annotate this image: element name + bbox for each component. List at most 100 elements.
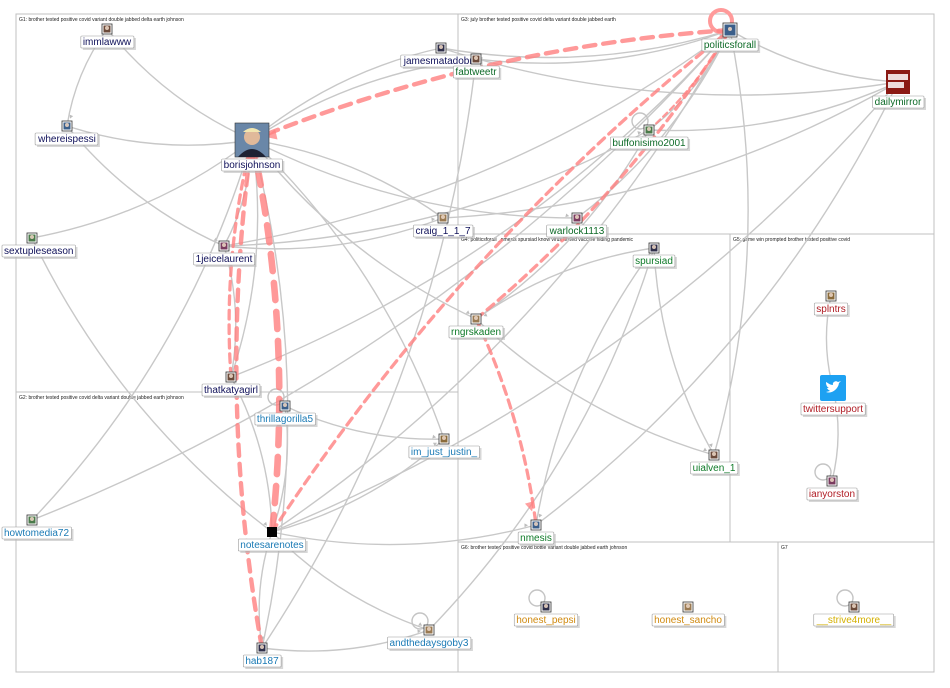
node-label: buffonisimo2001 bbox=[612, 138, 686, 149]
node-label: hab187 bbox=[245, 656, 279, 667]
node-warlock1113[interactable]: warlock1113 bbox=[546, 212, 609, 239]
node-thatkatyagirl[interactable]: thatkatyagirl bbox=[201, 371, 262, 398]
avatar-icon bbox=[26, 232, 38, 244]
node-label: uialven_1 bbox=[693, 463, 736, 474]
node-hab187[interactable]: hab187 bbox=[243, 642, 284, 669]
node-label: notesarenotes bbox=[240, 540, 303, 551]
avatar-icon bbox=[61, 120, 73, 132]
avatar-icon bbox=[643, 124, 655, 136]
edge-hab187-fabtweetr bbox=[261, 58, 477, 649]
node-twittersupport[interactable]: twittersupport bbox=[800, 375, 868, 417]
twitter-bird-icon bbox=[820, 375, 846, 401]
node-label-bg bbox=[408, 445, 480, 459]
node-label: fabtweetr bbox=[455, 67, 497, 78]
avatar-icon bbox=[648, 242, 660, 254]
node-label: rngrskaden bbox=[451, 327, 501, 338]
node-label-bg bbox=[651, 613, 725, 627]
edge-arrow-spursiad-nmesis bbox=[538, 513, 543, 518]
node-buffonisimo2001[interactable]: buffonisimo2001 bbox=[610, 124, 691, 151]
node-label-bg bbox=[193, 252, 255, 266]
self-loop-__strive4more__ bbox=[836, 589, 854, 607]
edge-thatkatyagirl-politicsforall bbox=[230, 29, 731, 378]
node-uialven_1[interactable]: uialven_1 bbox=[690, 449, 740, 476]
node-andthedaysgoby3[interactable]: andthedaysgoby3 bbox=[387, 624, 473, 651]
node-rngrskaden[interactable]: rngrskaden bbox=[448, 313, 506, 340]
edge-arrow-notesarenotes-andthedaysgoby3 bbox=[418, 622, 423, 626]
node-label-bg bbox=[701, 38, 759, 52]
avatar-icon bbox=[825, 290, 837, 302]
node-craig_1_1_7[interactable]: craig_1_1_7 bbox=[413, 212, 475, 239]
avatar-icon bbox=[682, 601, 694, 613]
edge-arrow-rngrskaden-uialven_1 bbox=[703, 447, 708, 452]
edge-arrow-notesarenotes-nmesis bbox=[524, 523, 529, 528]
avatar-icon bbox=[530, 519, 542, 531]
node-label-bg bbox=[1, 244, 76, 258]
avatar-icon bbox=[423, 624, 435, 636]
node-label: honest_pepsi bbox=[516, 615, 576, 626]
heavy-edge-arrow-rngrskaden-nmesis bbox=[524, 501, 534, 512]
node-label: ianyorston bbox=[809, 489, 855, 500]
edge-borisjohnson-warlock1113 bbox=[251, 139, 578, 219]
self-loop-andthedaysgoby3 bbox=[411, 612, 429, 630]
edge-jamesmatadobra-politicsforall bbox=[440, 29, 731, 59]
node-label-bg bbox=[632, 254, 676, 268]
group-box-g6 bbox=[457, 541, 779, 673]
node-immlawww[interactable]: immlawww bbox=[80, 23, 136, 50]
node-1jeicelaurent[interactable]: 1jeicelaurent bbox=[193, 240, 257, 267]
node-notesarenotes[interactable]: notesarenotes bbox=[238, 527, 308, 553]
node-label-bg bbox=[690, 461, 739, 475]
edge-1jeicelaurent-politicsforall bbox=[223, 29, 731, 247]
node-label: immlawww bbox=[83, 37, 132, 48]
node-label-bg bbox=[813, 613, 894, 627]
node-label-bg bbox=[221, 158, 283, 172]
node-label-bg bbox=[546, 224, 608, 238]
group-box-g7 bbox=[777, 541, 935, 673]
node-honest_pepsi[interactable]: honest_pepsi bbox=[513, 601, 580, 628]
node-label: warlock1113 bbox=[549, 226, 605, 237]
edge-nmesis-dailymirror bbox=[535, 81, 899, 526]
group-title-g2: G2: brother tested positive covid delta … bbox=[19, 395, 184, 401]
node-politicsforall[interactable]: politicsforall bbox=[701, 22, 761, 53]
avatar-icon bbox=[470, 53, 482, 65]
edge-arrow-1jeicelaurent-craig_1_1_7 bbox=[431, 217, 436, 222]
avatar-icon bbox=[470, 313, 482, 325]
node-label-bg bbox=[453, 65, 500, 79]
portrait-icon bbox=[234, 122, 270, 158]
avatar-icon bbox=[26, 514, 38, 526]
node-jamesmatadobra[interactable]: jamesmatadobra bbox=[400, 42, 483, 69]
node-label-bg bbox=[813, 302, 849, 316]
node-label-bg bbox=[513, 613, 579, 627]
node-fabtweetr[interactable]: fabtweetr bbox=[453, 53, 502, 80]
node-label-bg bbox=[413, 224, 474, 238]
node-sextupleseason[interactable]: sextupleseason bbox=[1, 232, 78, 259]
group-title-g4: G4: politicsforall _nmesis spursiad know… bbox=[461, 237, 634, 243]
node-ianyorston[interactable]: ianyorston bbox=[806, 475, 860, 502]
edge-arrow-spursiad-uialven_1 bbox=[708, 443, 713, 448]
node-nmesis[interactable]: nmesis bbox=[517, 519, 556, 546]
node-label: craig_1_1_7 bbox=[415, 226, 470, 237]
node-honest_sancho[interactable]: honest_sancho bbox=[651, 601, 727, 628]
node-label-bg bbox=[238, 538, 306, 552]
avatar-icon bbox=[225, 371, 237, 383]
node-splntrs[interactable]: splntrs bbox=[813, 290, 850, 317]
node-__strive4more__[interactable]: __strive4more__ bbox=[813, 601, 896, 628]
node-spursiad[interactable]: spursiad bbox=[632, 242, 677, 269]
node-im_just_justin_[interactable]: im_just_justin_ bbox=[408, 433, 482, 460]
edge-arrow-notesarenotes-im_just_justin_ bbox=[432, 442, 437, 447]
node-dailymirror[interactable]: dailymirror bbox=[872, 70, 927, 110]
avatar-icon bbox=[708, 449, 720, 461]
node-label-bg bbox=[1, 526, 72, 540]
node-borisjohnson[interactable]: borisjohnson bbox=[221, 122, 285, 173]
edge-arrow-borisjohnson-warlock1113 bbox=[565, 213, 570, 218]
edge-arrow-borisjohnson-rngrskaden bbox=[465, 310, 470, 315]
node-thrillagorilla5[interactable]: thrillagorilla5 bbox=[254, 400, 318, 427]
node-howtomedia72[interactable]: howtomedia72 bbox=[1, 514, 74, 541]
edge-arrow-spursiad-rngrskaden bbox=[483, 312, 488, 317]
edge-im_just_justin_-borisjohnson bbox=[251, 139, 445, 440]
node-whereispessi[interactable]: whereispessi bbox=[34, 120, 100, 147]
group-title-g3: G3: july brother tested positive covid d… bbox=[461, 17, 616, 23]
avatar-icon bbox=[826, 475, 838, 487]
edge-notesarenotes-nmesis bbox=[271, 524, 537, 546]
node-label-bg bbox=[610, 136, 689, 150]
group-titles: G1: brother tested positive covid varian… bbox=[19, 17, 850, 551]
